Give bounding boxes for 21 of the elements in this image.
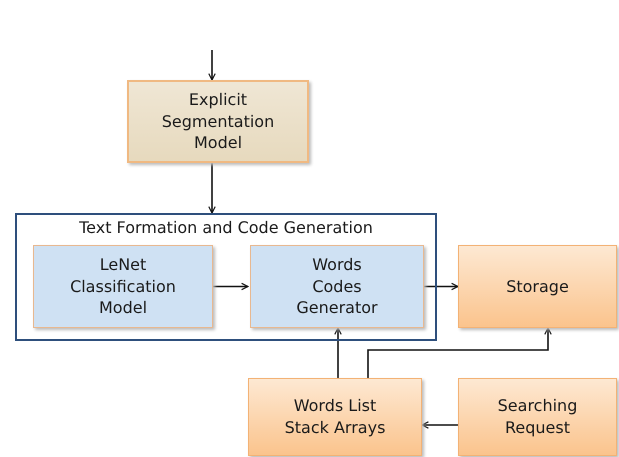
box-label: Words List Stack Arrays	[284, 395, 386, 439]
arrow	[208, 163, 216, 214]
process-box	[458, 378, 617, 456]
group-box	[15, 213, 437, 341]
arrow	[422, 282, 459, 290]
box-label: Storage	[506, 276, 569, 298]
process-box	[248, 378, 422, 456]
process-box	[250, 245, 424, 328]
box-label: Words Codes Generator	[295, 254, 379, 319]
arrow	[211, 282, 249, 290]
process-box	[458, 245, 617, 328]
box-label: LeNet Classification Model	[69, 254, 177, 319]
box-label: Searching Request	[496, 395, 578, 439]
group-title: Text Formation and Code Generation	[79, 217, 373, 239]
box-label: Explicit Segmentation Model	[160, 89, 276, 154]
process-box	[33, 245, 213, 328]
arrow	[208, 50, 216, 81]
arrow	[334, 327, 342, 378]
arrow	[421, 421, 458, 429]
arrow	[367, 327, 552, 378]
process-box	[127, 80, 309, 163]
